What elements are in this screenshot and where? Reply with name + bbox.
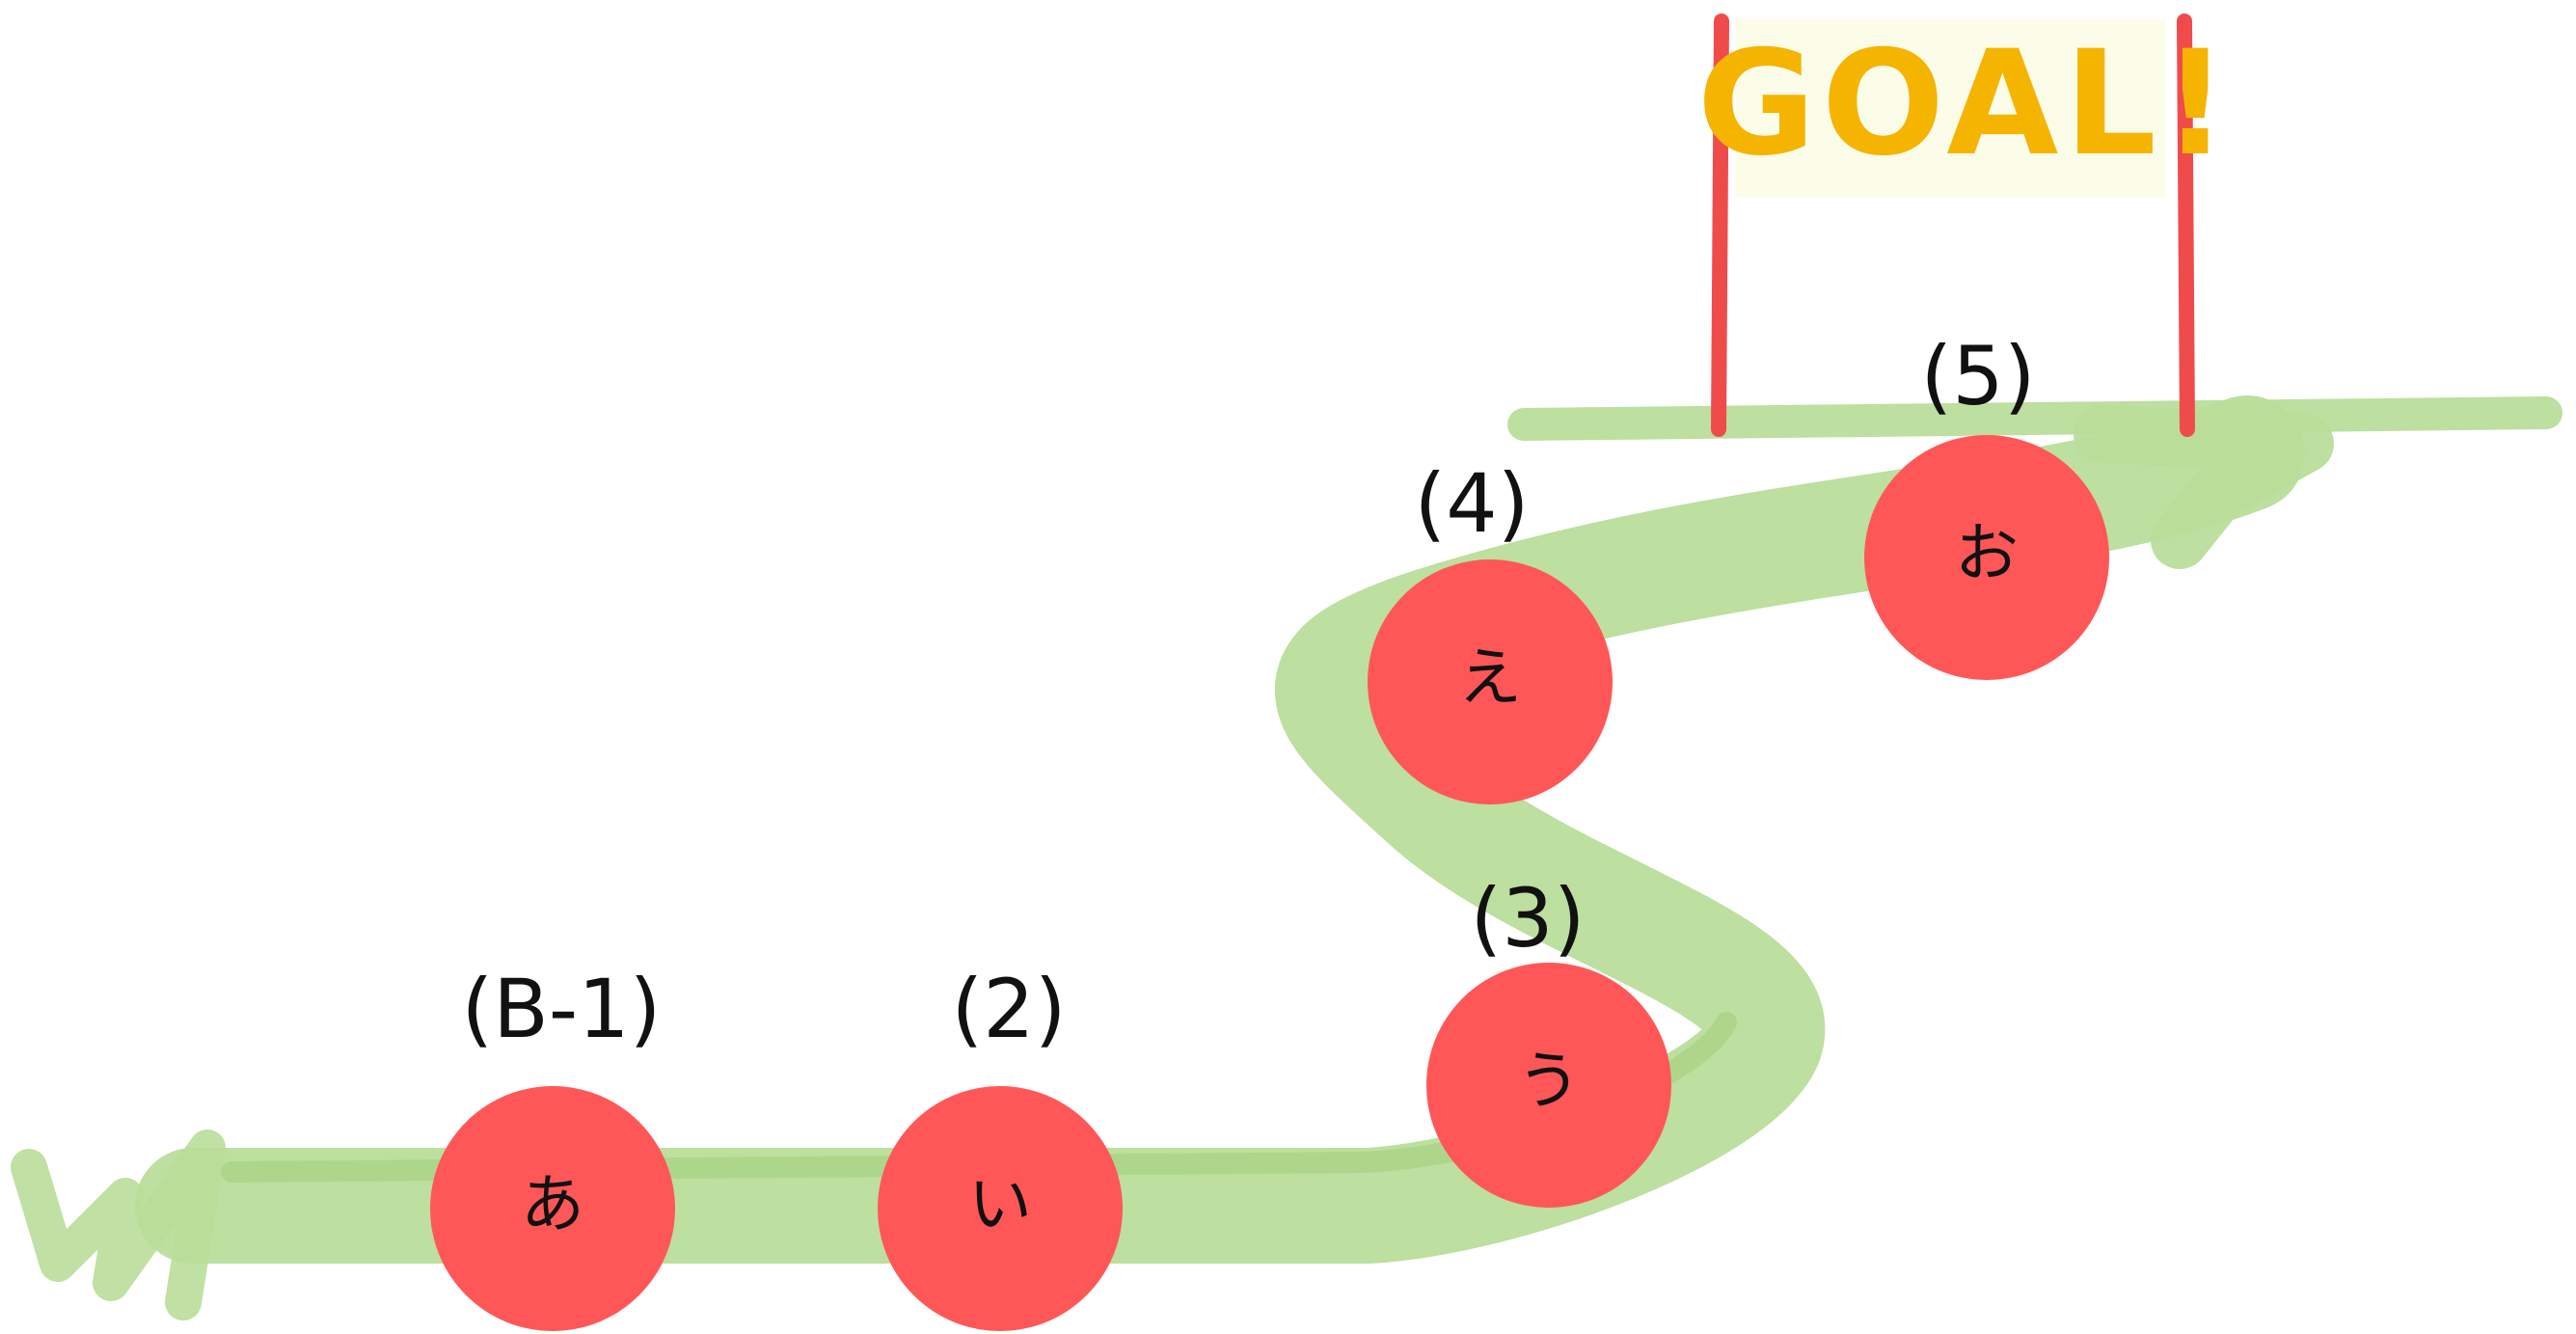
goal-banner [1736, 19, 2165, 198]
step-node-circle [1368, 559, 1613, 804]
road-top-flat [1507, 396, 2562, 441]
step-node-label: い [968, 1167, 1032, 1241]
step-label-2: (2) [952, 962, 1067, 1056]
step-node-label: う [1517, 1044, 1581, 1118]
step-node-circle [430, 1086, 675, 1331]
step-node-circle [1426, 963, 1671, 1208]
road-top-ramp [2074, 405, 2334, 569]
step-node-1: あ [430, 1086, 675, 1331]
step-node-circle [878, 1086, 1123, 1331]
goal-pole-right [2177, 14, 2195, 437]
step-node-label: あ [521, 1167, 584, 1241]
winding-road [11, 395, 2562, 1320]
goal-text: GOAL! [1697, 20, 2235, 188]
step-label-5: (5) [1921, 329, 2036, 423]
step-node-4: え [1368, 559, 1613, 804]
step-node-3: う [1426, 963, 1671, 1208]
step-label-3: (3) [1471, 871, 1586, 966]
step-node-label: え [1458, 640, 1522, 715]
step-node-5: お [1864, 435, 2109, 680]
step-label-4: (4) [1415, 456, 1530, 551]
goal-gate: GOAL! [1697, 14, 2235, 437]
step-label-1: (B-1) [462, 962, 662, 1056]
goal-pole-left [1711, 14, 1729, 437]
step-node-2: い [878, 1086, 1123, 1331]
step-node-circle [1864, 435, 2109, 680]
step-node-label: お [1955, 516, 2019, 590]
